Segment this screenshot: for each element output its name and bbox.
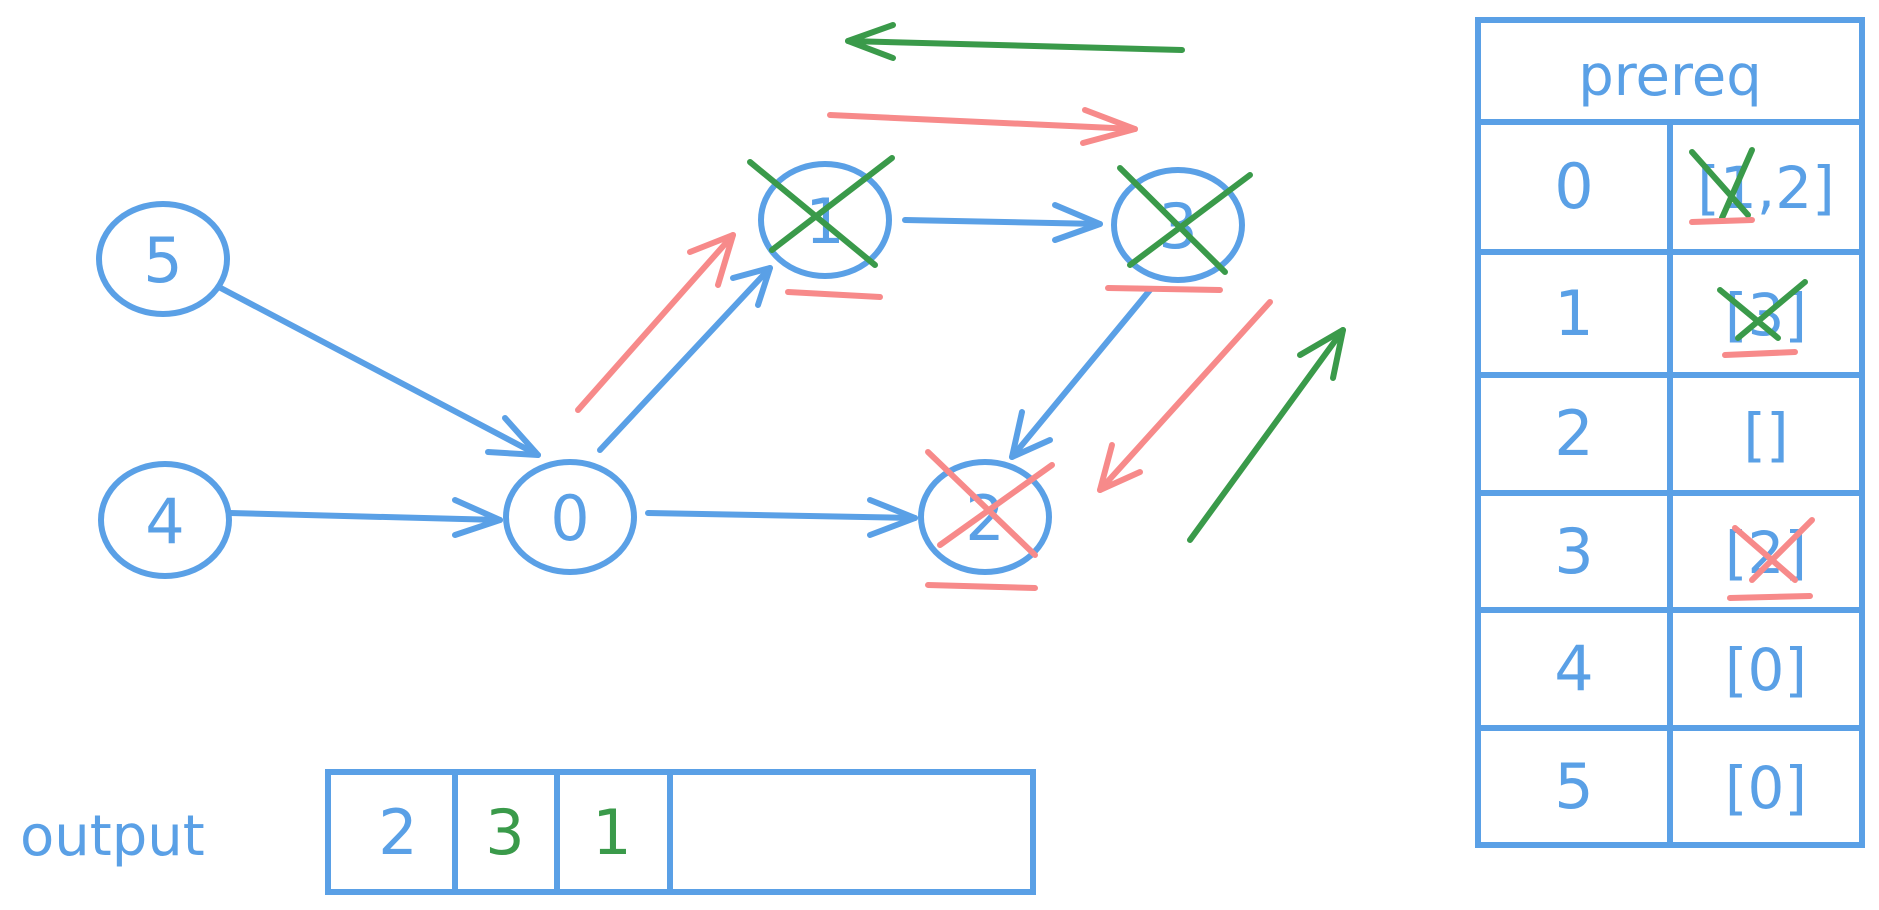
graph-edges (212, 202, 1153, 538)
visit-arrowhead-3-to-2 (1097, 442, 1143, 493)
prereq-value: [0] (1725, 636, 1807, 704)
prereq-key: 2 (1554, 397, 1593, 470)
output-array: output 2 3 1 (20, 769, 1036, 895)
node-2-underline (925, 582, 1038, 591)
edge-0-to-1 (597, 265, 773, 453)
prereq-value: [1,2] (1697, 154, 1835, 222)
return-arrow-right (1187, 327, 1346, 543)
prereq-row-4: 4 [0] (1554, 632, 1807, 705)
prereq-0-underline (1689, 217, 1755, 225)
return-arrow-top (845, 38, 1185, 53)
prereq-key: 4 (1554, 632, 1593, 705)
node-1-cross-a (747, 159, 878, 268)
edge-4-to-0 (227, 510, 503, 523)
arrowhead-0-to-1 (730, 265, 773, 308)
edge-3-to-2 (1009, 287, 1153, 460)
arrowhead-1-to-3 (1052, 202, 1103, 243)
output-label: output (20, 804, 205, 869)
node-label: 0 (550, 482, 589, 555)
prereq-table-title: prereq (1578, 44, 1762, 109)
node-4[interactable]: 4 (98, 461, 232, 579)
arrowhead-3-to-2 (1009, 409, 1053, 460)
output-array-border (325, 769, 1036, 895)
node-label: 4 (145, 485, 184, 558)
output-cell-0: 2 (378, 796, 417, 869)
prereq-0-cross-a (1689, 149, 1751, 218)
prereq-0-cross-b (1719, 147, 1755, 221)
visit-arrow-3-to-2 (1097, 299, 1273, 493)
arrowhead-0-to-2 (867, 497, 918, 538)
node-2-cross-b (937, 462, 1055, 548)
output-cell-1: 3 (485, 796, 524, 869)
visit-arrowhead-top (1080, 107, 1138, 146)
arrowhead-5-to-0 (485, 415, 541, 458)
prereq-key: 0 (1554, 150, 1593, 223)
graph-nodes: 5 4 0 1 3 2 (96, 161, 1245, 579)
return-arrowhead-right (1297, 327, 1346, 381)
prereq-key: 3 (1554, 515, 1593, 588)
arrowhead-4-to-0 (452, 497, 503, 538)
prereq-1-underline (1722, 349, 1798, 358)
visit-arrowhead-0-to-1 (687, 232, 736, 288)
edge-1-to-3 (902, 217, 1103, 227)
prereq-row-5: 5 [0] (1554, 750, 1807, 823)
prereq-row-2: 2 [] (1554, 397, 1788, 470)
prereq-1-cross-a (1717, 287, 1781, 341)
prereq-key: 1 (1554, 277, 1593, 350)
node-5[interactable]: 5 (96, 201, 230, 317)
prereq-value: [0] (1725, 754, 1807, 822)
prereq-3-cross-b (1749, 517, 1815, 583)
prereq-3-underline (1727, 593, 1813, 601)
edge-5-to-0 (212, 282, 541, 458)
node-3-cross-a (1117, 165, 1228, 275)
prereq-value: [] (1743, 401, 1788, 469)
node-3-cross-b (1127, 172, 1253, 268)
prereq-key: 5 (1554, 750, 1593, 823)
prereq-3-cross-a (1732, 525, 1798, 583)
node-2-cross-a (925, 449, 1038, 558)
traversal-arrows (575, 22, 1346, 543)
return-arrowhead-top (845, 22, 896, 61)
visit-arrow-top (827, 112, 1138, 132)
node-markings (747, 155, 1253, 591)
prereq-1-cross-b (1735, 279, 1808, 341)
output-cell-2: 1 (592, 796, 631, 869)
node-3-underline (1105, 285, 1223, 293)
node-0[interactable]: 0 (503, 459, 637, 575)
node-1-cross-b (769, 155, 895, 253)
node-1-underline (785, 289, 883, 300)
node-label: 5 (143, 224, 182, 297)
prereq-table: prereq 0 [1,2] 1 [3] 2 [] 3 [2] 4 [0] 5 (1475, 17, 1865, 848)
visit-arrow-0-to-1 (575, 232, 736, 413)
edge-0-to-2 (645, 510, 918, 521)
